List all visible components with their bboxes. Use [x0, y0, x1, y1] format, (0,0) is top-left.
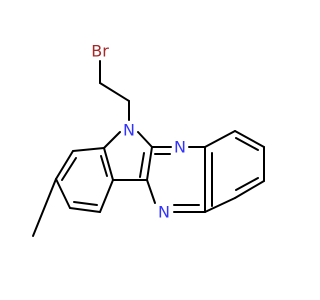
bond-c11a-n-bottom: [146, 179, 156, 204]
bond-benzene-2: [234, 130, 265, 148]
bond-c11b-c8a-inner: [100, 155, 108, 177]
bond-c8-c7: [55, 150, 74, 180]
bond-c7-c6: [55, 178, 71, 209]
indole-nitrogen-label: N: [123, 121, 135, 140]
bond-n-c8a: [103, 131, 121, 149]
molecule-structure: Br N N N: [32, 42, 265, 237]
bond-c11b-c8a: [103, 147, 114, 181]
atom-labels: Br N N N: [91, 42, 186, 222]
bond-ethyl-ch2-ch2: [99, 82, 130, 102]
bond-c8a-c8: [72, 147, 105, 152]
bond-benzene-4-inner: [235, 177, 259, 191]
bond-benzene-2-inner: [235, 137, 259, 151]
bond-c5a-c11a-inner: [139, 152, 145, 178]
bond-n-c5a: [137, 131, 153, 148]
bond-c6-c10-inner: [73, 201, 98, 206]
bond-c6-methyl: [32, 178, 57, 237]
bond-c6-c10: [69, 207, 101, 213]
bond-benzene-1: [204, 130, 236, 148]
bond-c5a-c11a: [146, 146, 153, 181]
bond-c10-c11b: [99, 179, 114, 213]
bond-c8-c7-inner: [61, 157, 77, 181]
bond-lines: [32, 60, 265, 237]
pyrazine-nitrogen-top-label: N: [174, 138, 186, 157]
pyrazine-nitrogen-bottom-label: N: [158, 203, 170, 222]
bond-benzene-4: [234, 180, 265, 199]
bromine-label: Br: [91, 42, 109, 61]
bond-benzene-5: [204, 197, 236, 213]
